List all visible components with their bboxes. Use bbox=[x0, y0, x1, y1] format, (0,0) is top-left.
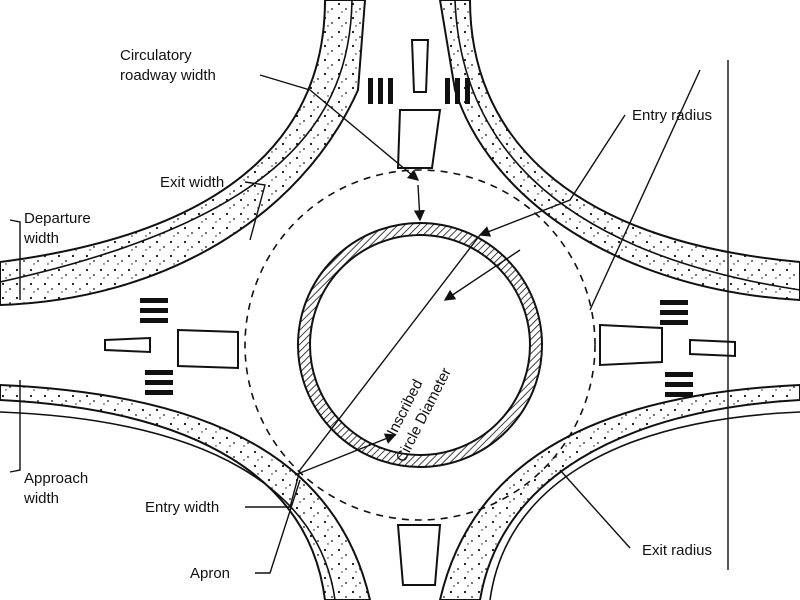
crosswalk-north-right bbox=[445, 78, 470, 104]
central-island bbox=[297, 222, 543, 468]
label-departure-width: Departure width bbox=[23, 210, 95, 247]
splitter-island-east bbox=[599, 323, 736, 367]
circulatory-outer-edge bbox=[244, 169, 596, 521]
label-circulatory-roadway-width: Circulatory roadway width bbox=[120, 47, 216, 84]
label-approach-width: Approach width bbox=[23, 470, 92, 507]
corner-top-left bbox=[0, 0, 367, 307]
crosswalk-east-top bbox=[660, 300, 688, 325]
label-exit-width: Exit width bbox=[160, 174, 224, 191]
label-entry-width: Entry width bbox=[145, 499, 219, 516]
crosswalk-west-top bbox=[140, 298, 168, 323]
label-exit-radius: Exit radius bbox=[642, 542, 712, 559]
leader-lines bbox=[9, 60, 729, 574]
crosswalk-west-bottom bbox=[145, 370, 173, 395]
label-apron: Apron bbox=[190, 565, 230, 582]
splitter-island-south bbox=[396, 524, 442, 586]
corner-top-right bbox=[438, 0, 800, 302]
splitter-island-west bbox=[104, 328, 239, 370]
label-entry-radius: Entry radius bbox=[632, 107, 712, 124]
splitter-island-north bbox=[396, 39, 442, 169]
crosswalk-north-left bbox=[368, 78, 393, 104]
crosswalk-east-bottom bbox=[665, 372, 693, 397]
